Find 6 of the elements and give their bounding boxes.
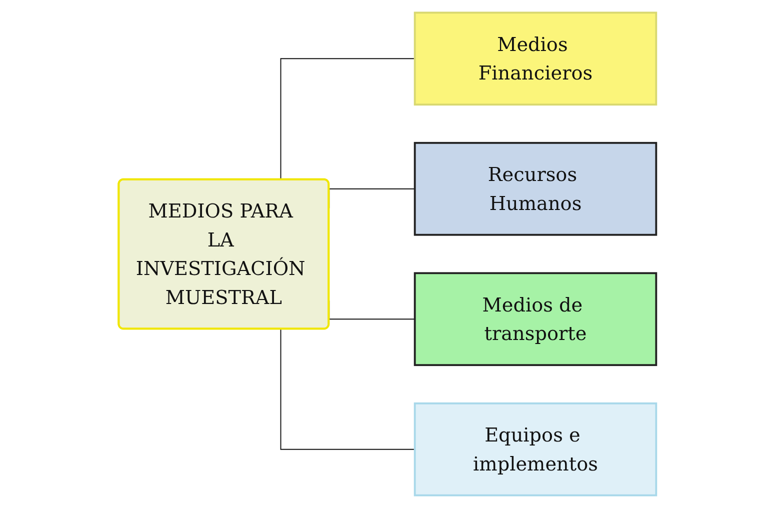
node-box: Medios Financieros xyxy=(414,12,658,106)
node-box: Recursos Humanos xyxy=(414,142,658,236)
connector xyxy=(280,58,416,180)
node-box: Medios de transporte xyxy=(414,272,658,366)
connector xyxy=(280,328,416,450)
node-box: Equipos e implementos xyxy=(414,402,658,496)
